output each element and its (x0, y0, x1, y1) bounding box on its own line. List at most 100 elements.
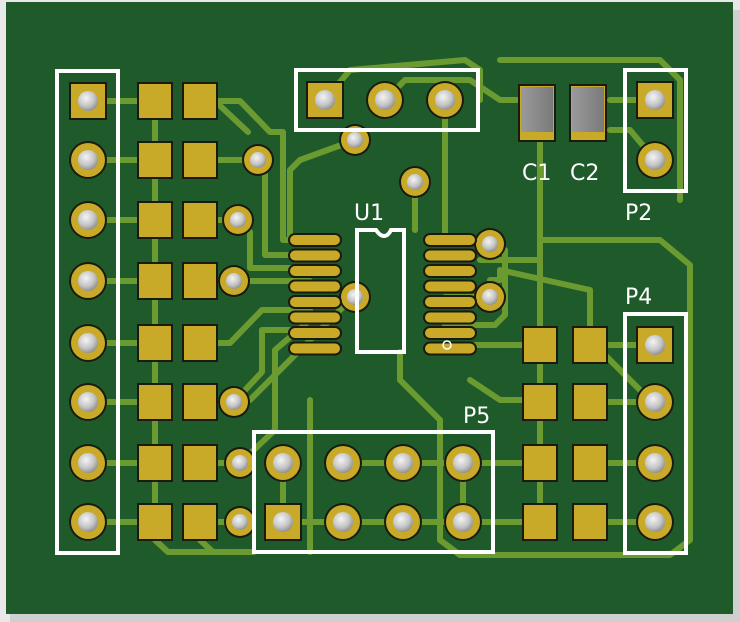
p4-pin[interactable] (636, 444, 674, 482)
u1-pin[interactable] (288, 233, 342, 247)
p1-pin[interactable] (69, 262, 107, 300)
label-p4: P4 (625, 285, 652, 310)
trace (287, 137, 358, 243)
p2-pin[interactable] (636, 81, 674, 119)
resistor-pad[interactable] (522, 503, 558, 541)
p3-pin[interactable] (426, 81, 464, 119)
p4-outline (623, 312, 688, 555)
copper-pads (69, 81, 674, 541)
trace (197, 537, 257, 555)
u1-pin[interactable] (288, 341, 342, 356)
p5-pin[interactable] (384, 503, 422, 541)
resistor-pad[interactable] (137, 324, 173, 362)
p4-pin[interactable] (636, 503, 674, 541)
via (222, 204, 254, 236)
resistor-pad[interactable] (182, 324, 218, 362)
p1-pin[interactable] (69, 141, 107, 179)
resistor-pad[interactable] (137, 503, 173, 541)
u1-pin[interactable] (288, 264, 342, 278)
p1-outline (55, 69, 120, 555)
resistor-pad[interactable] (522, 326, 558, 364)
p1-pin[interactable] (69, 82, 107, 120)
resistor-pad[interactable] (572, 503, 608, 541)
p5-pin[interactable] (384, 444, 422, 482)
drill-hole (78, 453, 98, 473)
capacitor-c1[interactable] (518, 84, 556, 142)
drill-hole (78, 271, 98, 291)
via (218, 386, 250, 418)
u1-outline (355, 228, 406, 354)
via (224, 506, 256, 538)
u1-pin[interactable] (423, 233, 477, 247)
resistor-pad[interactable] (137, 383, 173, 421)
p4-pin[interactable] (636, 326, 674, 364)
via (474, 228, 506, 260)
resistor-pad[interactable] (137, 444, 173, 482)
pin1-marker (442, 340, 452, 350)
u1-pin[interactable] (423, 279, 477, 294)
u1-pin[interactable] (288, 310, 342, 325)
resistor-pad[interactable] (572, 383, 608, 421)
p5-pin[interactable] (324, 503, 362, 541)
p5-pin[interactable] (264, 503, 302, 541)
resistor-pad[interactable] (182, 383, 218, 421)
p1-pin[interactable] (69, 324, 107, 362)
drill-hole (315, 90, 335, 110)
u1-pin[interactable] (423, 295, 477, 309)
u1-pin[interactable] (288, 326, 342, 340)
drill-hole (273, 453, 293, 473)
p5-pin[interactable] (444, 503, 482, 541)
label-p5: P5 (463, 404, 490, 429)
p5-pin[interactable] (324, 444, 362, 482)
resistor-pad[interactable] (182, 503, 218, 541)
u1-pin[interactable] (288, 248, 342, 263)
p2-pin[interactable] (636, 141, 674, 179)
p5-pin[interactable] (264, 444, 302, 482)
u1-pin[interactable] (423, 264, 477, 278)
p4-pin[interactable] (636, 383, 674, 421)
drill-hole (645, 335, 665, 355)
p1-pin[interactable] (69, 444, 107, 482)
p5-outline (252, 430, 495, 554)
capacitor-c2[interactable] (569, 84, 607, 142)
resistor-pad[interactable] (137, 141, 173, 179)
trace (487, 267, 593, 348)
p5-pin[interactable] (444, 444, 482, 482)
resistor-pad[interactable] (182, 201, 218, 239)
p1-pin[interactable] (69, 383, 107, 421)
resistor-pad[interactable] (137, 201, 173, 239)
p1-pin[interactable] (69, 503, 107, 541)
drill-hole (393, 512, 413, 532)
drill-hole (393, 453, 413, 473)
resistor-pad[interactable] (522, 444, 558, 482)
drill-hole (453, 512, 473, 532)
label-u1: U1 (354, 201, 384, 226)
resistor-pad[interactable] (182, 141, 218, 179)
p3-pin[interactable] (306, 81, 344, 119)
drill-hole (645, 392, 665, 412)
drill-hole (78, 91, 98, 111)
via (218, 265, 250, 297)
u1-pin[interactable] (423, 326, 477, 340)
u1-pin[interactable] (288, 295, 342, 309)
trace (397, 349, 463, 558)
u1-pin[interactable] (423, 248, 477, 263)
resistor-pad[interactable] (572, 326, 608, 364)
p3-pin[interactable] (366, 81, 404, 119)
resistor-pad[interactable] (572, 444, 608, 482)
drill-hole (453, 453, 473, 473)
drill-hole (78, 150, 98, 170)
u1-pin[interactable] (288, 279, 342, 294)
p1-pin[interactable] (69, 201, 107, 239)
resistor-pad[interactable] (137, 82, 173, 120)
u1-pin[interactable] (423, 310, 477, 325)
resistor-pad[interactable] (522, 383, 558, 421)
resistor-pad[interactable] (182, 262, 218, 300)
via (399, 166, 431, 198)
resistor-pad[interactable] (137, 262, 173, 300)
via (242, 144, 274, 176)
resistor-pad[interactable] (182, 444, 218, 482)
drill-hole (435, 90, 455, 110)
resistor-pad[interactable] (182, 82, 218, 120)
